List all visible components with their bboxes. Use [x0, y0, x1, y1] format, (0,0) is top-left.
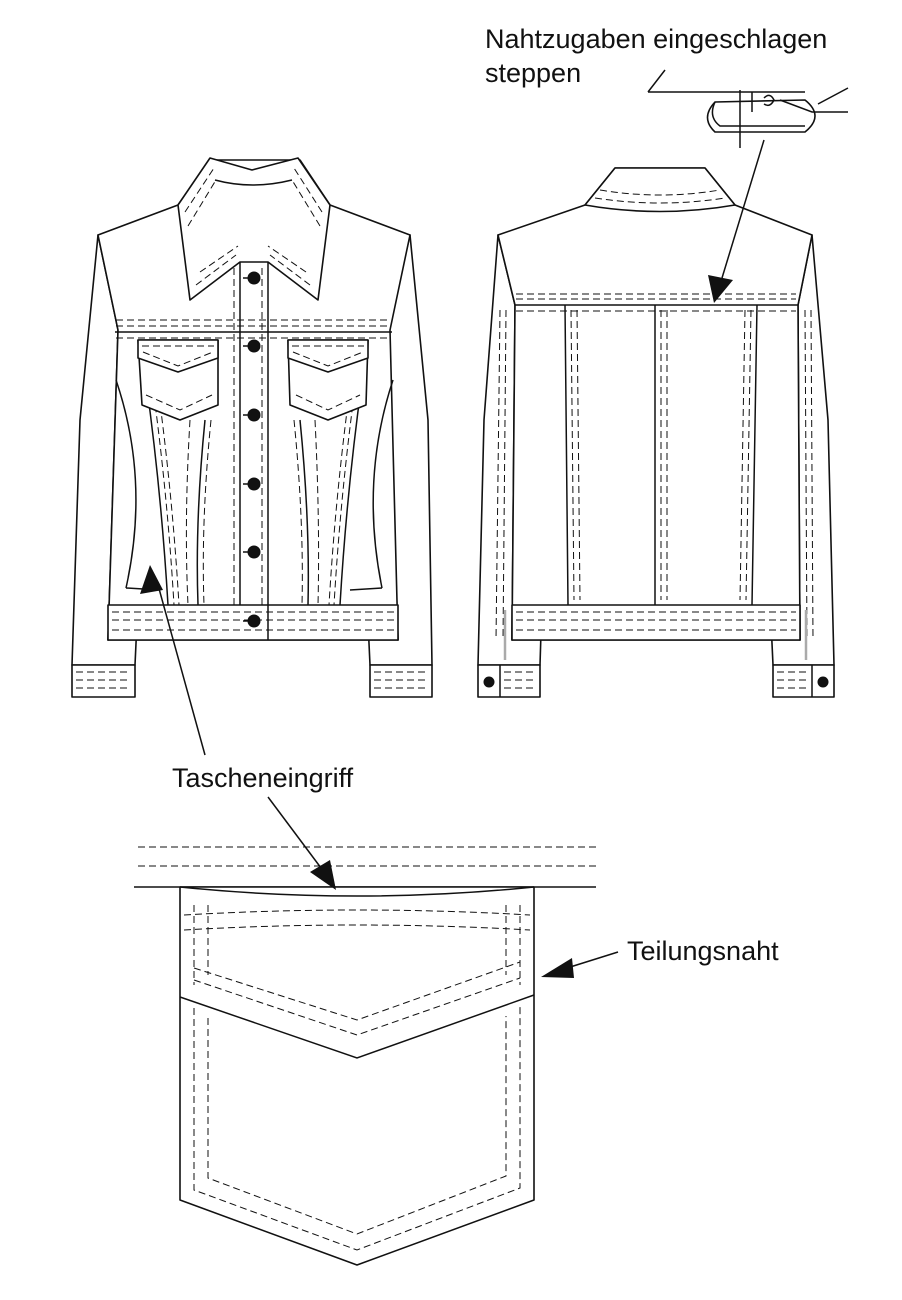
detail-opening-arrowhead: [310, 860, 336, 890]
front-collar: [177, 157, 331, 301]
front-right-cuff: [369, 664, 433, 698]
dividing-seam-label: Teilungsnaht: [627, 936, 779, 966]
pocket-opening-label: Tascheneingriff: [172, 763, 354, 793]
front-left-cuff: [71, 664, 136, 698]
front-buttons: [243, 271, 261, 628]
dividing-seam-arrowhead: [541, 958, 574, 978]
fold-note-label-line1: Nahtzugaben eingeschlagen: [485, 24, 828, 54]
jacket-back-view: [477, 139, 835, 698]
back-collar: [584, 167, 736, 213]
dividing-seam: [179, 994, 535, 1059]
pocket-detail: [134, 796, 619, 1266]
seam-fold-detail: [647, 69, 849, 148]
fold-note-label-line2: steppen: [485, 58, 582, 88]
fold-note-arrowhead: [708, 275, 733, 303]
jacket-front-view: [71, 157, 433, 756]
detail-pocket-outline: [179, 886, 535, 1266]
back-waistband: [511, 604, 801, 641]
pocket-opening-arrowhead: [140, 565, 163, 594]
